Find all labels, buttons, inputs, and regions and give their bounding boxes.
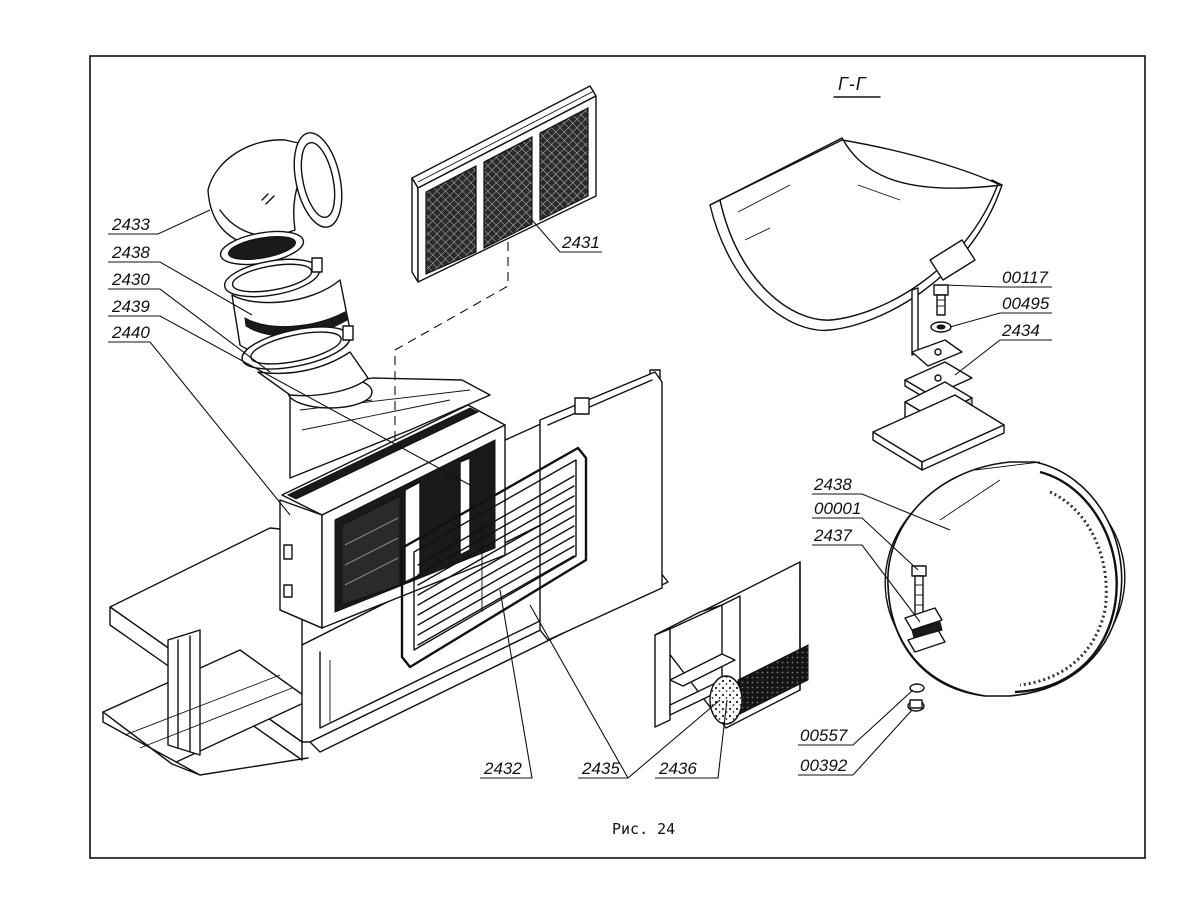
leader-lines (108, 209, 1052, 779)
fan-housing-2440 (279, 404, 506, 629)
drawing-frame (89, 55, 1146, 859)
callout-00557: 00557 (800, 726, 848, 745)
callout-2435: 2435 (581, 759, 620, 778)
callout-labels: 2431 2433 2438 2430 2439 2440 2432 2435 … (111, 215, 1050, 778)
grille-slats (417, 475, 575, 646)
callout-00117: 00117 (1002, 268, 1049, 287)
callout-00392: 00392 (800, 756, 848, 775)
half-cylinder-section (709, 137, 1003, 332)
callout-2438-duct: 2438 (111, 243, 150, 262)
section-label: Г-Г (833, 74, 881, 98)
assembly-path-dashed (394, 242, 509, 445)
callout-2438-ring: 2438 (813, 475, 852, 494)
bracket-assembly-2434 (872, 284, 1005, 471)
callout-2432: 2432 (483, 759, 522, 778)
callout-2433: 2433 (111, 215, 150, 234)
callout-2440: 2440 (111, 323, 150, 342)
callout-2439: 2439 (111, 297, 150, 316)
callout-2434: 2434 (1001, 321, 1040, 340)
callout-2430: 2430 (111, 270, 150, 289)
callout-00001: 00001 (814, 499, 861, 518)
callout-2431: 2431 (561, 233, 600, 252)
figure-caption: Рис. 24 (612, 820, 675, 838)
callout-00495: 00495 (1002, 294, 1050, 313)
section-label-text: Г-Г (838, 74, 867, 94)
channel-detail-2435-2436 (654, 561, 809, 729)
grille-2432 (400, 446, 588, 669)
callout-2436: 2436 (658, 759, 697, 778)
clamp-ring-2438 (884, 461, 1126, 712)
filter-panel-2431 (411, 85, 597, 283)
flexible-elbow-2433 (207, 132, 369, 397)
callout-2437: 2437 (813, 526, 852, 545)
